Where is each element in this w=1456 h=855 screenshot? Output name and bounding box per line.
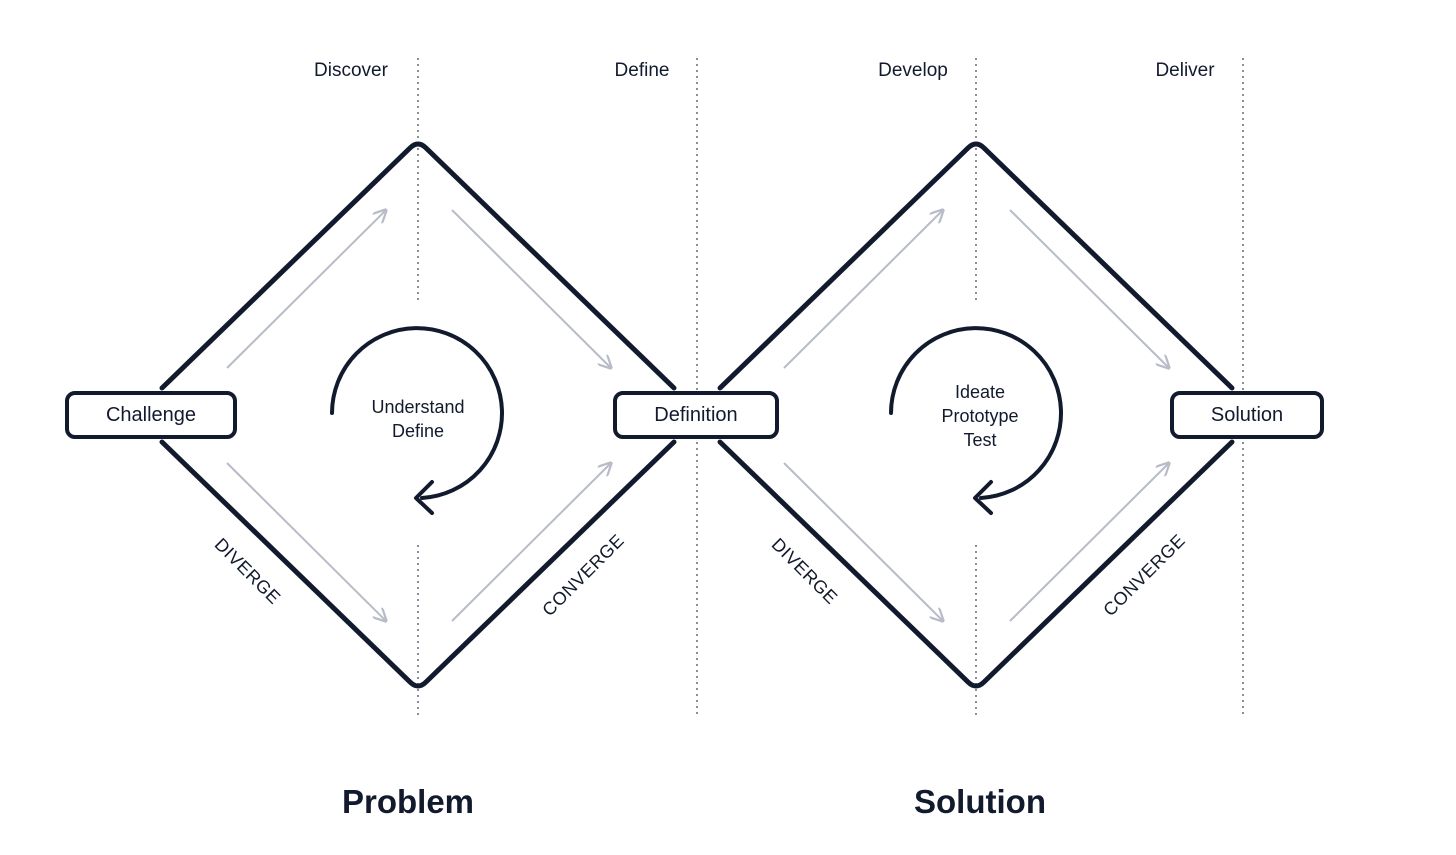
loop-step-define: Define [391,421,445,441]
phase-label-define: Define [614,60,670,81]
problem-loop-arrowhead [414,480,434,515]
solution-loop-arrowhead [973,480,993,515]
phase-label-develop: Develop [878,60,948,81]
problem-loop-arrow [330,326,504,500]
loop-step-prototype: Prototype [941,406,1019,426]
solution-title: Solution [914,783,1046,820]
solution-diamond [717,141,1235,689]
challenge-node: Challenge [65,391,237,439]
loop-step-test: Test [963,430,997,450]
solution-loop-arrow [889,326,1063,500]
definition-node: Definition [613,391,779,439]
loop-step-understand: Understand [371,397,465,417]
arrow-converge-up-right [1009,463,1169,622]
arrow-converge-down-left [451,209,611,368]
problem-diamond [159,141,677,689]
solution-node: Solution [1170,391,1324,439]
arrow-diverge-up-right [783,210,943,369]
problem-title: Problem [341,783,475,820]
arrow-converge-up-left [451,463,611,622]
arrow-diverge-down-right [783,462,943,621]
problem-loop-text: Understand Define [371,395,464,443]
arrow-converge-down-right [1009,209,1169,368]
loop-step-ideate: Ideate [954,382,1006,402]
phase-label-discover: Discover [314,60,388,81]
arrow-diverge-down-left [226,462,386,621]
solution-loop-text: Ideate Prototype Test [941,380,1018,452]
phase-label-deliver: Deliver [1155,60,1215,81]
arrow-diverge-up-left [226,210,386,369]
